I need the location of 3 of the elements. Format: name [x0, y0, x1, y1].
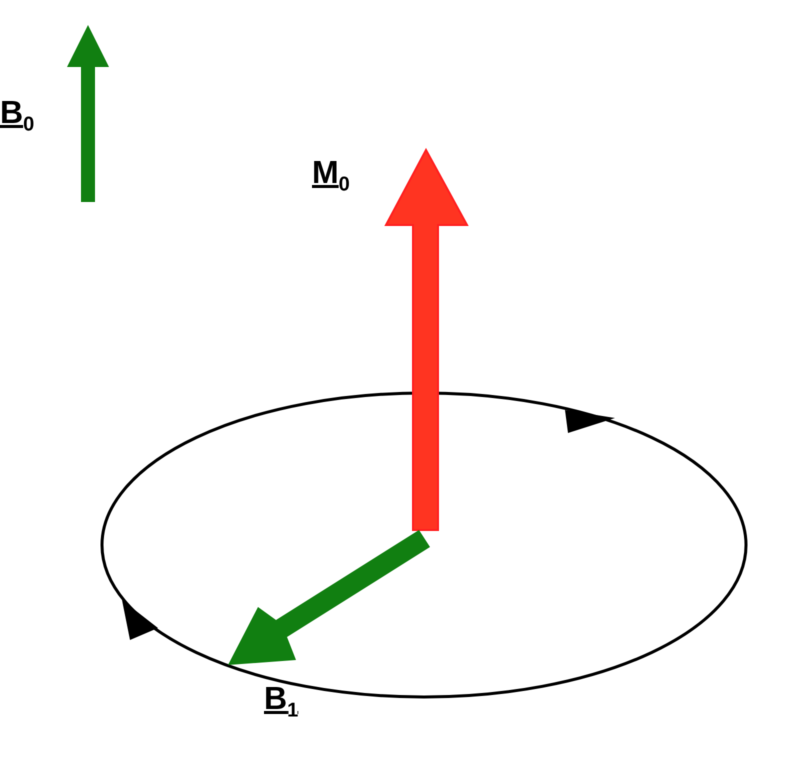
vector-label: M$_{0}$	[312, 154, 350, 198]
vector-label: B$_{0}$	[0, 94, 34, 138]
vector-label: B$_{1}$	[264, 680, 298, 724]
